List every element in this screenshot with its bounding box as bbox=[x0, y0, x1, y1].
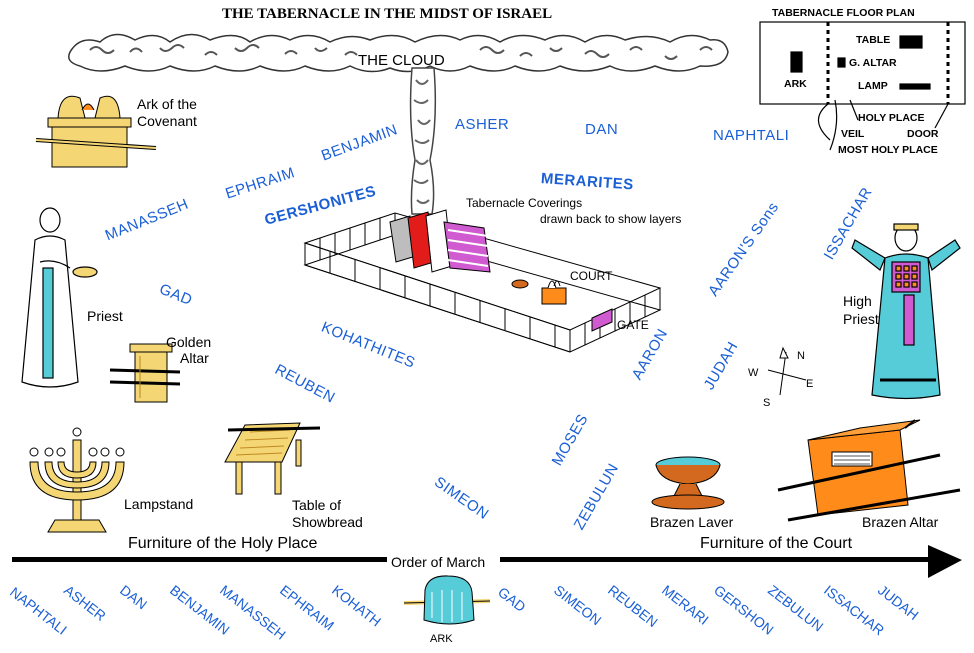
high-priest-figure-icon bbox=[851, 223, 961, 400]
gate-screen bbox=[591, 308, 613, 332]
golden-altar-icon bbox=[109, 343, 181, 403]
table-label-line2: Showbread bbox=[292, 514, 363, 530]
floor-plan-ark: ARK bbox=[784, 78, 807, 90]
golden-altar-label-line2: Altar bbox=[180, 350, 209, 366]
gate-label: GATE bbox=[617, 318, 649, 332]
golden-altar-label-line1: Golden bbox=[166, 334, 212, 350]
march-ark-icon bbox=[403, 575, 491, 625]
order-of-march-label: Order of March bbox=[391, 554, 486, 570]
cloud-texture bbox=[89, 44, 713, 60]
coverings-label-line1: Tabernacle Coverings bbox=[466, 196, 583, 210]
floor-plan-holy-place: HOLY PLACE bbox=[858, 112, 925, 124]
brazen-laver-label: Brazen Laver bbox=[650, 514, 734, 530]
floor-plan-veil: VEIL bbox=[841, 128, 865, 140]
cloud-label: THE CLOUD bbox=[358, 52, 445, 69]
court-fence bbox=[303, 212, 662, 353]
lampstand-label: Lampstand bbox=[124, 496, 194, 512]
brazen-laver-icon bbox=[651, 456, 725, 510]
floor-plan-lamp: LAMP bbox=[858, 80, 888, 92]
ark-of-covenant-icon bbox=[35, 95, 157, 168]
floor-plan-title: TABERNACLE FLOOR PLAN bbox=[772, 7, 915, 19]
compass-rose-icon bbox=[767, 346, 807, 396]
tribe-dan: DAN bbox=[585, 121, 619, 138]
tribe-naphtali: NAPHTALI bbox=[713, 127, 790, 144]
tabernacle-coverings bbox=[389, 209, 491, 273]
floor-plan-door: DOOR bbox=[907, 128, 939, 140]
compass-w: W bbox=[748, 367, 759, 379]
court-laver-icon bbox=[511, 279, 529, 289]
compass-n: N bbox=[797, 350, 805, 362]
floor-plan-diagram bbox=[759, 21, 966, 151]
coverings-label-line2: drawn back to show layers bbox=[540, 212, 682, 226]
tribe-asher: ASHER bbox=[455, 116, 510, 133]
high-priest-label-line1: High bbox=[843, 293, 872, 309]
priest-label: Priest bbox=[87, 308, 123, 324]
brazen-altar-icon bbox=[777, 419, 961, 522]
brazen-altar-label: Brazen Altar bbox=[862, 514, 939, 530]
floor-plan-table: TABLE bbox=[856, 34, 891, 46]
page-title: THE TABERNACLE IN THE MIDST OF ISRAEL bbox=[222, 6, 553, 22]
table-label-line1: Table of bbox=[292, 497, 342, 513]
holy-place-furniture-label: Furniture of the Holy Place bbox=[128, 535, 318, 552]
compass-e: E bbox=[806, 378, 814, 390]
march-arrow bbox=[12, 545, 962, 578]
floor-plan-altar: G. ALTAR bbox=[849, 57, 897, 69]
march-ark-label: ARK bbox=[430, 633, 453, 645]
cloud-band bbox=[68, 33, 729, 73]
high-priest-label-line2: Priest bbox=[843, 311, 879, 327]
priest-figure-icon bbox=[21, 207, 98, 388]
floor-plan-most-holy: MOST HOLY PLACE bbox=[838, 144, 938, 156]
court-furniture-label: Furniture of the Court bbox=[700, 535, 853, 552]
ark-label-line1: Ark of the bbox=[137, 96, 197, 112]
compass-s: S bbox=[763, 397, 771, 409]
showbread-table-icon bbox=[224, 422, 321, 495]
court-altar-icon bbox=[541, 280, 567, 305]
cloud-pillar bbox=[409, 67, 437, 215]
lampstand-icon bbox=[29, 427, 125, 533]
ark-label-line2: Covenant bbox=[137, 113, 197, 129]
court-label: COURT bbox=[570, 269, 613, 283]
